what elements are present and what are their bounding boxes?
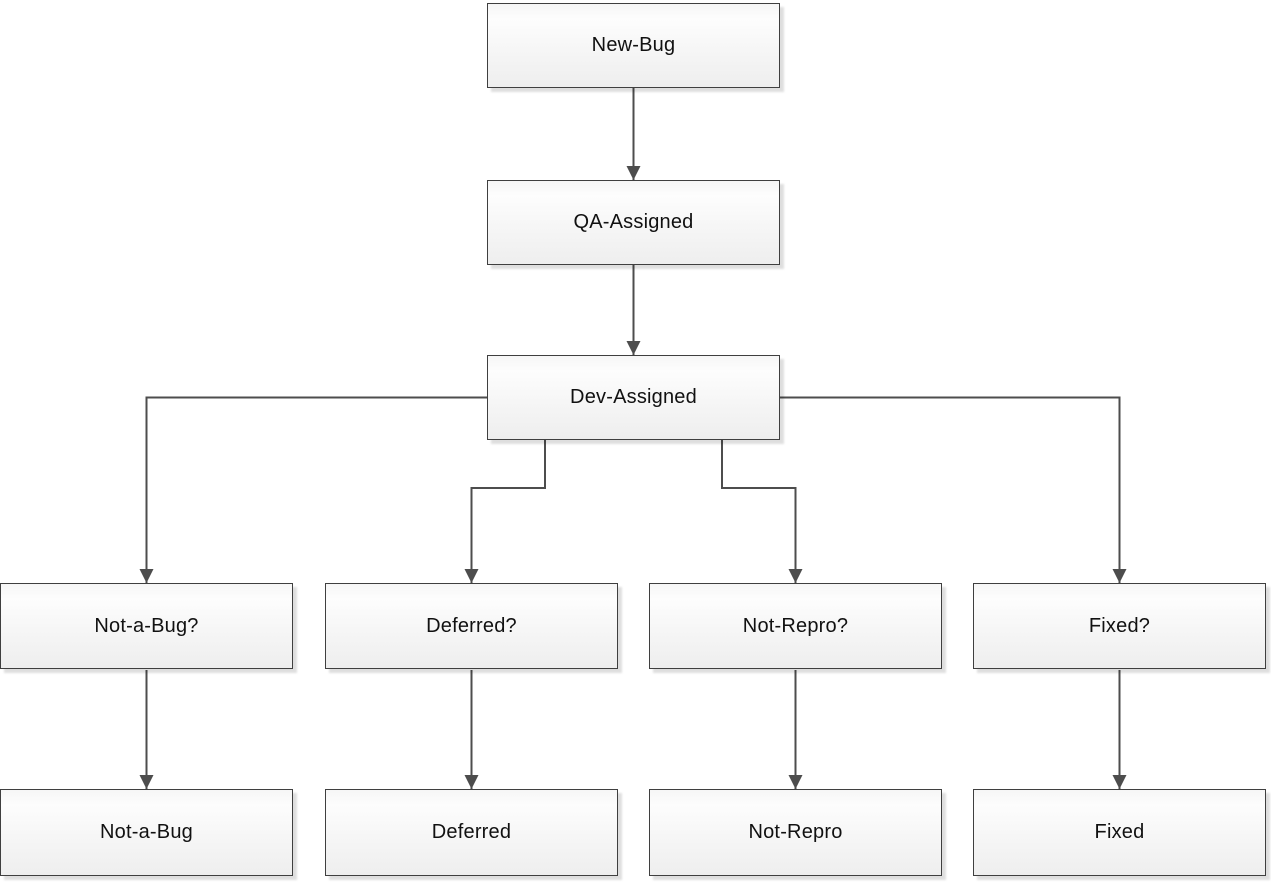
node-not-repro-question-label: Not-Repro? bbox=[742, 614, 849, 637]
node-qa-assigned-label: QA-Assigned bbox=[573, 211, 694, 233]
node-fixed-label: Fixed bbox=[1094, 821, 1145, 843]
node-not-a-bug-question: Not-a-Bug? bbox=[0, 583, 293, 669]
node-not-a-bug-label: Not-a-Bug bbox=[100, 821, 193, 843]
connector-dev-assigned-to-fixed-q bbox=[780, 396, 1127, 583]
connector-dev-assigned-to-not-a-bug-q bbox=[139, 396, 487, 583]
node-new-bug: New-Bug bbox=[487, 3, 780, 88]
connector-dev-assigned-to-not-repro-q bbox=[721, 440, 803, 583]
node-fixed: Fixed bbox=[973, 789, 1266, 876]
node-fixed-question: Fixed? bbox=[973, 583, 1266, 669]
node-not-a-bug: Not-a-Bug bbox=[0, 789, 293, 876]
node-not-repro-label: Not-Repro bbox=[748, 821, 843, 843]
node-deferred-question: Deferred? bbox=[325, 583, 618, 669]
node-fixed-question-label: Fixed? bbox=[1088, 614, 1151, 637]
node-dev-assigned: Dev-Assigned bbox=[487, 355, 780, 440]
node-new-bug-label: New-Bug bbox=[591, 34, 676, 56]
node-dev-assigned-label: Dev-Assigned bbox=[570, 386, 697, 408]
node-not-repro: Not-Repro bbox=[649, 789, 942, 876]
node-not-repro-question: Not-Repro? bbox=[649, 583, 942, 669]
connector-dev-assigned-to-deferred-q bbox=[464, 440, 546, 583]
node-qa-assigned: QA-Assigned bbox=[487, 180, 780, 265]
node-deferred-question-label: Deferred? bbox=[426, 614, 517, 637]
node-not-a-bug-question-label: Not-a-Bug? bbox=[94, 614, 199, 637]
node-deferred: Deferred bbox=[325, 789, 618, 876]
node-deferred-label: Deferred bbox=[431, 821, 512, 843]
